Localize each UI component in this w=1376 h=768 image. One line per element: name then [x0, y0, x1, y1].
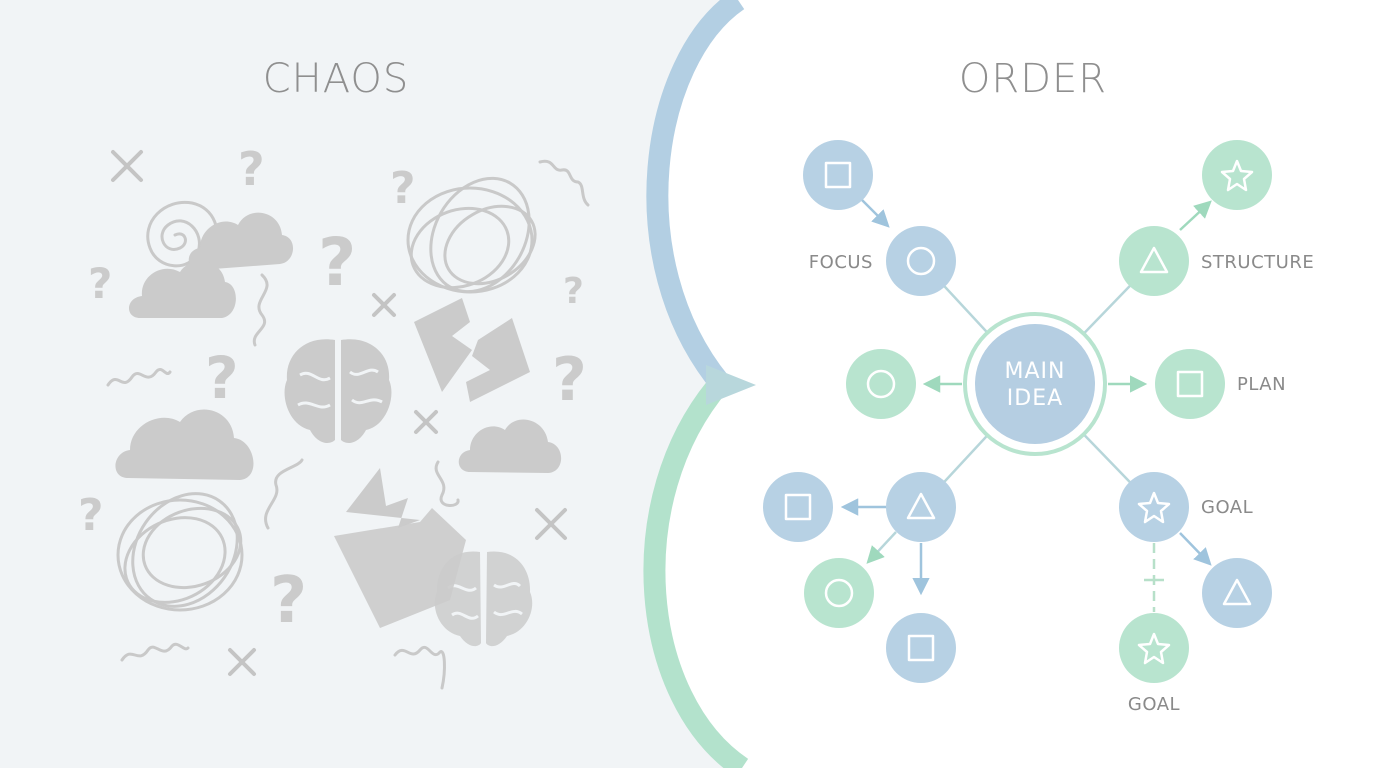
- triangle-icon: [1222, 578, 1252, 606]
- edge-structure-star: [1179, 200, 1212, 231]
- question-mark-icon: ?: [390, 163, 416, 214]
- label-structure: STRUCTURE: [1201, 252, 1314, 273]
- node-left-circle[interactable]: [846, 349, 916, 419]
- broken-shard-icon: [466, 318, 530, 402]
- node-plan[interactable]: [1155, 349, 1225, 419]
- node-goal-triangle[interactable]: [1202, 558, 1272, 628]
- star-icon: [1137, 632, 1171, 665]
- broken-shard-icon: [334, 508, 466, 628]
- main-idea-node[interactable]: MAIN IDEA: [963, 312, 1107, 456]
- label-goal-bottom: GOAL: [1128, 694, 1180, 715]
- triangle-icon: [906, 492, 936, 520]
- squiggle-doodle: [252, 273, 269, 347]
- cloud-icon: [188, 212, 294, 270]
- broken-shard-icon: [414, 298, 472, 392]
- question-mark-icon: ?: [88, 259, 112, 308]
- squiggle-doodle: [264, 458, 304, 530]
- x-mark-icon: [111, 150, 143, 182]
- square-icon: [824, 161, 852, 189]
- divider-notch: [706, 365, 756, 405]
- question-mark-icon: ?: [563, 271, 584, 312]
- node-lower-left-triangle[interactable]: [886, 472, 956, 542]
- x-mark-icon: [535, 508, 567, 540]
- divider-blue: [646, 0, 745, 390]
- question-mark-icon: ?: [205, 344, 239, 412]
- squiggle-doodle: [393, 646, 446, 690]
- squiggle-doodle: [120, 642, 190, 662]
- node-bottom-square[interactable]: [886, 613, 956, 683]
- cloud-icon: [115, 409, 254, 480]
- question-mark-icon: ?: [78, 490, 104, 541]
- square-icon: [1176, 370, 1204, 398]
- square-icon: [907, 634, 935, 662]
- order-title: ORDER: [959, 56, 1107, 102]
- x-mark-icon: [228, 648, 256, 676]
- node-top-right-star[interactable]: [1202, 140, 1272, 210]
- scribble-doodle: [116, 492, 244, 612]
- label-plan: PLAN: [1237, 374, 1286, 395]
- squiggle-doodle: [434, 460, 460, 507]
- node-goal[interactable]: [1119, 472, 1189, 542]
- star-icon: [1220, 159, 1254, 192]
- edge-triangle-circle: [866, 531, 897, 564]
- question-mark-icon: ?: [238, 142, 265, 196]
- x-mark-icon: [414, 410, 438, 434]
- edge-square-focus: [859, 197, 890, 228]
- circle-icon: [824, 578, 854, 608]
- broken-shard-icon: [346, 468, 420, 528]
- cloud-icon: [128, 261, 236, 318]
- node-lower-left-square[interactable]: [763, 472, 833, 542]
- squiggle-doodle: [538, 159, 590, 207]
- cloud-icon: [458, 419, 562, 473]
- node-structure[interactable]: [1119, 226, 1189, 296]
- node-bottom-left-circle[interactable]: [804, 558, 874, 628]
- squiggle-doodle: [106, 368, 172, 387]
- edge-goal-triangle: [1179, 532, 1212, 566]
- node-bottom-goal[interactable]: [1119, 613, 1189, 683]
- scribble-doodle: [406, 176, 537, 294]
- triangle-icon: [1139, 246, 1169, 274]
- label-goal-right: GOAL: [1201, 497, 1253, 518]
- star-icon: [1137, 491, 1171, 524]
- brain-icon: [284, 339, 392, 443]
- mind-map: MAIN IDEA: [763, 140, 1314, 715]
- question-mark-icon: ?: [318, 224, 356, 301]
- divider-green: [643, 375, 749, 768]
- question-mark-icon: ?: [270, 564, 307, 638]
- label-focus: FOCUS: [809, 252, 873, 273]
- main-idea-line1: MAIN: [1005, 359, 1066, 384]
- circle-icon: [866, 369, 896, 399]
- question-mark-icon: ?: [552, 345, 587, 415]
- node-top-left-square[interactable]: [803, 140, 873, 210]
- circle-icon: [906, 246, 936, 276]
- node-focus[interactable]: [886, 226, 956, 296]
- chaos-doodles: ? ? ? ? ? ? ? ? ?: [78, 142, 590, 690]
- chaos-title: CHAOS: [263, 56, 410, 102]
- main-idea-line2: IDEA: [1007, 386, 1063, 411]
- square-icon: [784, 493, 812, 521]
- x-mark-icon: [372, 293, 396, 317]
